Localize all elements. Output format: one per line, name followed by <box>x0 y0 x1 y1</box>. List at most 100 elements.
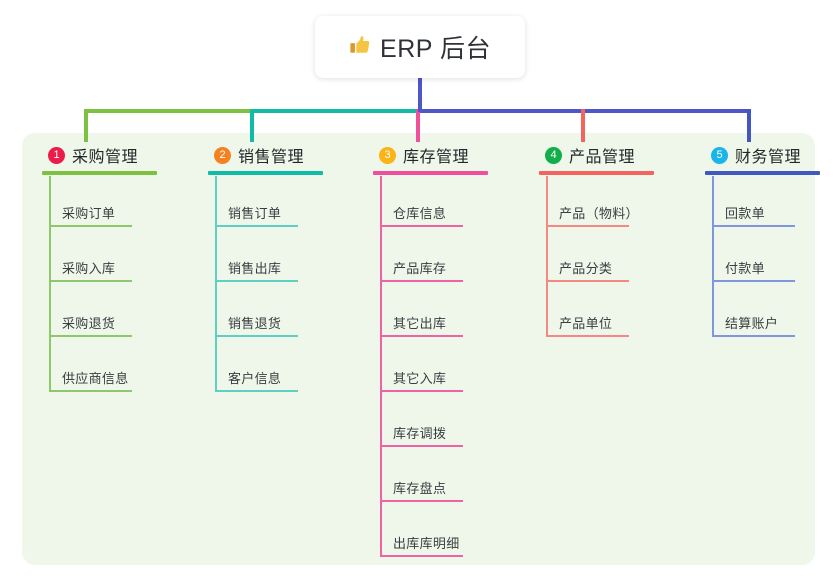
leaf-label: 销售出库 <box>228 261 282 276</box>
column-header-row: 5 财务管理 <box>695 142 801 168</box>
column-4: 4 产品管理产品（物料） 产品分类产品单位 <box>529 142 654 341</box>
leaf-spine <box>380 176 382 557</box>
column-header-4[interactable]: 4 产品管理 <box>529 142 654 176</box>
leaf-rule <box>380 555 463 557</box>
leaf-list: 采购订单采购入库采购退货供应商信息 <box>32 176 138 396</box>
badge-number-icon: 3 <box>379 146 396 164</box>
leaf-label: 其它入库 <box>393 371 447 386</box>
leaf-item[interactable]: 库存盘点 <box>363 451 469 506</box>
root-stem <box>418 72 422 112</box>
bus-stub-1 <box>84 109 88 142</box>
leaf-list: 产品（物料） 产品分类产品单位 <box>529 176 639 341</box>
leaf-rule <box>49 335 132 337</box>
leaf-label: 库存盘点 <box>393 481 447 496</box>
leaf-label: 其它出库 <box>393 316 447 331</box>
bus-segment <box>250 109 416 113</box>
leaf-label: 产品单位 <box>559 316 613 331</box>
leaf-item[interactable]: 产品（物料） <box>529 176 639 231</box>
badge-number-icon: 5 <box>711 146 728 164</box>
leaf-label: 销售订单 <box>228 206 282 221</box>
leaf-rule <box>712 225 795 227</box>
leaf-label: 客户信息 <box>228 371 282 386</box>
column-title: 财务管理 <box>735 149 802 166</box>
leaf-label: 仓库信息 <box>393 206 447 221</box>
column-5: 5 财务管理回款单付款单结算账户 <box>695 142 820 341</box>
leaf-spine <box>49 176 51 392</box>
column-header-5[interactable]: 5 财务管理 <box>695 142 820 176</box>
leaf-rule <box>380 390 463 392</box>
leaf-rule <box>712 335 795 337</box>
leaf-item[interactable]: 产品单位 <box>529 286 635 341</box>
leaf-label: 产品分类 <box>559 261 613 276</box>
leaf-rule <box>380 225 463 227</box>
leaf-label: 出库库明细 <box>393 536 460 551</box>
leaf-item[interactable]: 结算账户 <box>695 286 801 341</box>
leaf-label: 供应商信息 <box>62 371 129 386</box>
leaf-rule <box>380 280 463 282</box>
leaf-item[interactable]: 出库库明细 <box>363 506 469 561</box>
badge-number-icon: 1 <box>48 146 65 164</box>
column-header-row: 4 产品管理 <box>529 142 635 168</box>
leaf-label: 付款单 <box>725 261 765 276</box>
column-header-rule <box>208 171 323 175</box>
leaf-spine <box>546 176 548 337</box>
leaf-spine <box>215 176 217 392</box>
leaf-item[interactable]: 其它入库 <box>363 341 469 396</box>
leaf-item[interactable]: 销售退货 <box>198 286 304 341</box>
column-header-rule <box>539 171 654 175</box>
bus-stub-3 <box>416 109 420 142</box>
column-header-rule <box>42 171 157 175</box>
column-title: 产品管理 <box>569 149 636 166</box>
leaf-label: 销售退货 <box>228 316 282 331</box>
leaf-item[interactable]: 产品库存 <box>363 231 469 286</box>
leaf-item[interactable]: 采购退货 <box>32 286 138 341</box>
badge-number-icon: 4 <box>545 146 562 164</box>
leaf-rule <box>49 280 132 282</box>
leaf-rule <box>49 390 132 392</box>
leaf-label: 采购入库 <box>62 261 116 276</box>
root-title-card[interactable]: ERP 后台 <box>315 16 525 78</box>
leaf-item[interactable]: 库存调拨 <box>363 396 469 451</box>
leaf-label: 采购订单 <box>62 206 116 221</box>
bus-stub-4 <box>581 109 585 142</box>
column-header-rule <box>705 171 820 175</box>
badge-number-icon: 2 <box>214 146 231 164</box>
bus-stub-2 <box>250 109 254 142</box>
leaf-item[interactable]: 产品分类 <box>529 231 635 286</box>
leaf-item[interactable]: 回款单 <box>695 176 801 231</box>
leaf-item[interactable]: 客户信息 <box>198 341 304 396</box>
leaf-rule <box>49 225 132 227</box>
leaf-item[interactable]: 销售订单 <box>198 176 304 231</box>
leaf-list: 仓库信息产品库存其它出库其它入库库存调拨库存盘点出库库明细 <box>363 176 469 561</box>
leaf-item[interactable]: 销售出库 <box>198 231 304 286</box>
leaf-item[interactable]: 采购订单 <box>32 176 138 231</box>
leaf-list: 回款单付款单结算账户 <box>695 176 801 341</box>
leaf-rule <box>215 225 298 227</box>
leaf-item[interactable]: 其它出库 <box>363 286 469 341</box>
column-header-rule <box>373 171 488 175</box>
diagram-panel <box>22 133 815 565</box>
root-title-inner: ERP 后台 <box>349 29 491 65</box>
leaf-rule <box>215 390 298 392</box>
thumbs-up-icon <box>349 34 371 61</box>
leaf-spine <box>712 176 714 337</box>
leaf-item[interactable]: 采购入库 <box>32 231 138 286</box>
leaf-rule <box>215 280 298 282</box>
leaf-item[interactable]: 仓库信息 <box>363 176 469 231</box>
leaf-label: 采购退货 <box>62 316 116 331</box>
root-title-text: ERP 后台 <box>380 35 491 63</box>
leaf-item[interactable]: 供应商信息 <box>32 341 138 396</box>
leaf-rule <box>546 280 629 282</box>
leaf-label: 库存调拨 <box>393 426 447 441</box>
leaf-item[interactable]: 付款单 <box>695 231 801 286</box>
leaf-label: 回款单 <box>725 206 765 221</box>
leaf-label: 产品库存 <box>393 261 447 276</box>
